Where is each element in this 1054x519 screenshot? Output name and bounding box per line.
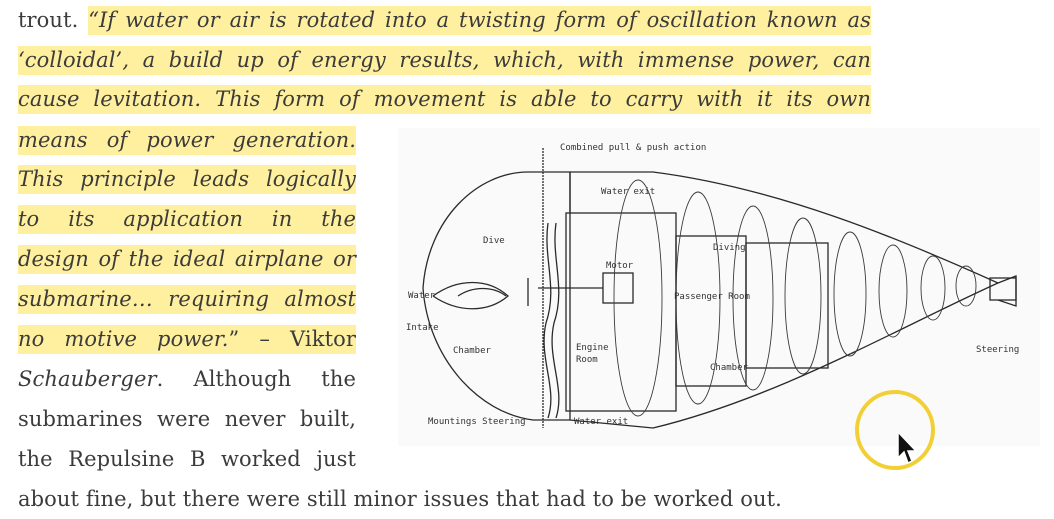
label-water-exit-top: Water exit — [601, 187, 655, 197]
text-line-13: about fine, but there were still minor i… — [18, 486, 782, 512]
submarine-diagram: Combined pull & push action Water exit D… — [398, 128, 1040, 446]
text-plain: submarines were never built, — [18, 407, 356, 431]
text-line-6: to its application in the — [18, 205, 356, 234]
quote-attribution: ” – Viktor — [228, 327, 356, 351]
mouse-pointer-icon — [897, 430, 918, 465]
highlighted-quote: design of the ideal airplane or — [18, 245, 356, 274]
text-line-4: means of power generation. — [18, 126, 356, 155]
text-line-10: Schauberger. Although the — [18, 366, 356, 392]
highlighted-quote: submarine… requiring almost — [18, 285, 356, 314]
label-diving: Diving — [713, 243, 746, 253]
diagram-background — [398, 128, 1040, 446]
label-chamber-right: Chamber — [710, 363, 749, 373]
click-highlight-ring — [855, 390, 935, 470]
text-line-11: submarines were never built, — [18, 406, 356, 432]
label-engine: Engine — [576, 343, 609, 353]
highlighted-quote: ‘colloidal’, a build up of energy result… — [18, 46, 871, 75]
text-plain: . Although the — [156, 367, 356, 391]
text-line-1: trout. “If water or air is rotated into … — [18, 6, 872, 35]
highlighted-quote: “If water or air is rotated into a twist… — [88, 6, 872, 35]
label-water-exit-bottom: Water exit — [574, 417, 628, 427]
text-line-2: ‘colloidal’, a build up of energy result… — [18, 46, 871, 75]
text-line-12: the Repulsine B worked just — [18, 446, 356, 472]
label-passenger-room: Passenger Room — [674, 292, 750, 302]
label-chamber-left: Chamber — [453, 346, 492, 356]
label-room: Room — [576, 355, 598, 365]
highlighted-quote: This principle leads logically — [18, 165, 356, 194]
label-intake: Intake — [406, 323, 439, 333]
label-mountings-steering: Mountings Steering — [428, 417, 526, 427]
label-motor: Motor — [606, 261, 634, 271]
highlighted-quote: no motive power. — [18, 327, 229, 351]
label-water: Water — [408, 291, 436, 301]
text-plain: the Repulsine B worked just — [18, 447, 356, 471]
highlighted-quote: to its application in the — [18, 205, 356, 234]
label-combined-action: Combined pull & push action — [560, 143, 706, 153]
text-plain: about fine, but there were still minor i… — [18, 487, 782, 511]
text-line-7: design of the ideal airplane or — [18, 245, 356, 274]
label-dive: Dive — [483, 236, 505, 246]
label-steering: Steering — [976, 345, 1019, 355]
text-plain: trout. — [18, 8, 89, 32]
vortex-spiral-lines — [613, 179, 977, 417]
highlighted-quote: means of power generation. — [18, 126, 356, 155]
diagram-labels: Combined pull & push action Water exit D… — [406, 143, 1019, 427]
text-line-9: no motive power.” – Viktor — [18, 325, 356, 354]
author-name: Schauberger — [18, 367, 157, 391]
text-line-3: cause levitation. This form of movement … — [18, 85, 871, 114]
highlighted-quote: cause levitation. This form of movement … — [18, 85, 871, 114]
text-line-5: This principle leads logically — [18, 165, 356, 194]
text-line-8: submarine… requiring almost — [18, 285, 356, 314]
